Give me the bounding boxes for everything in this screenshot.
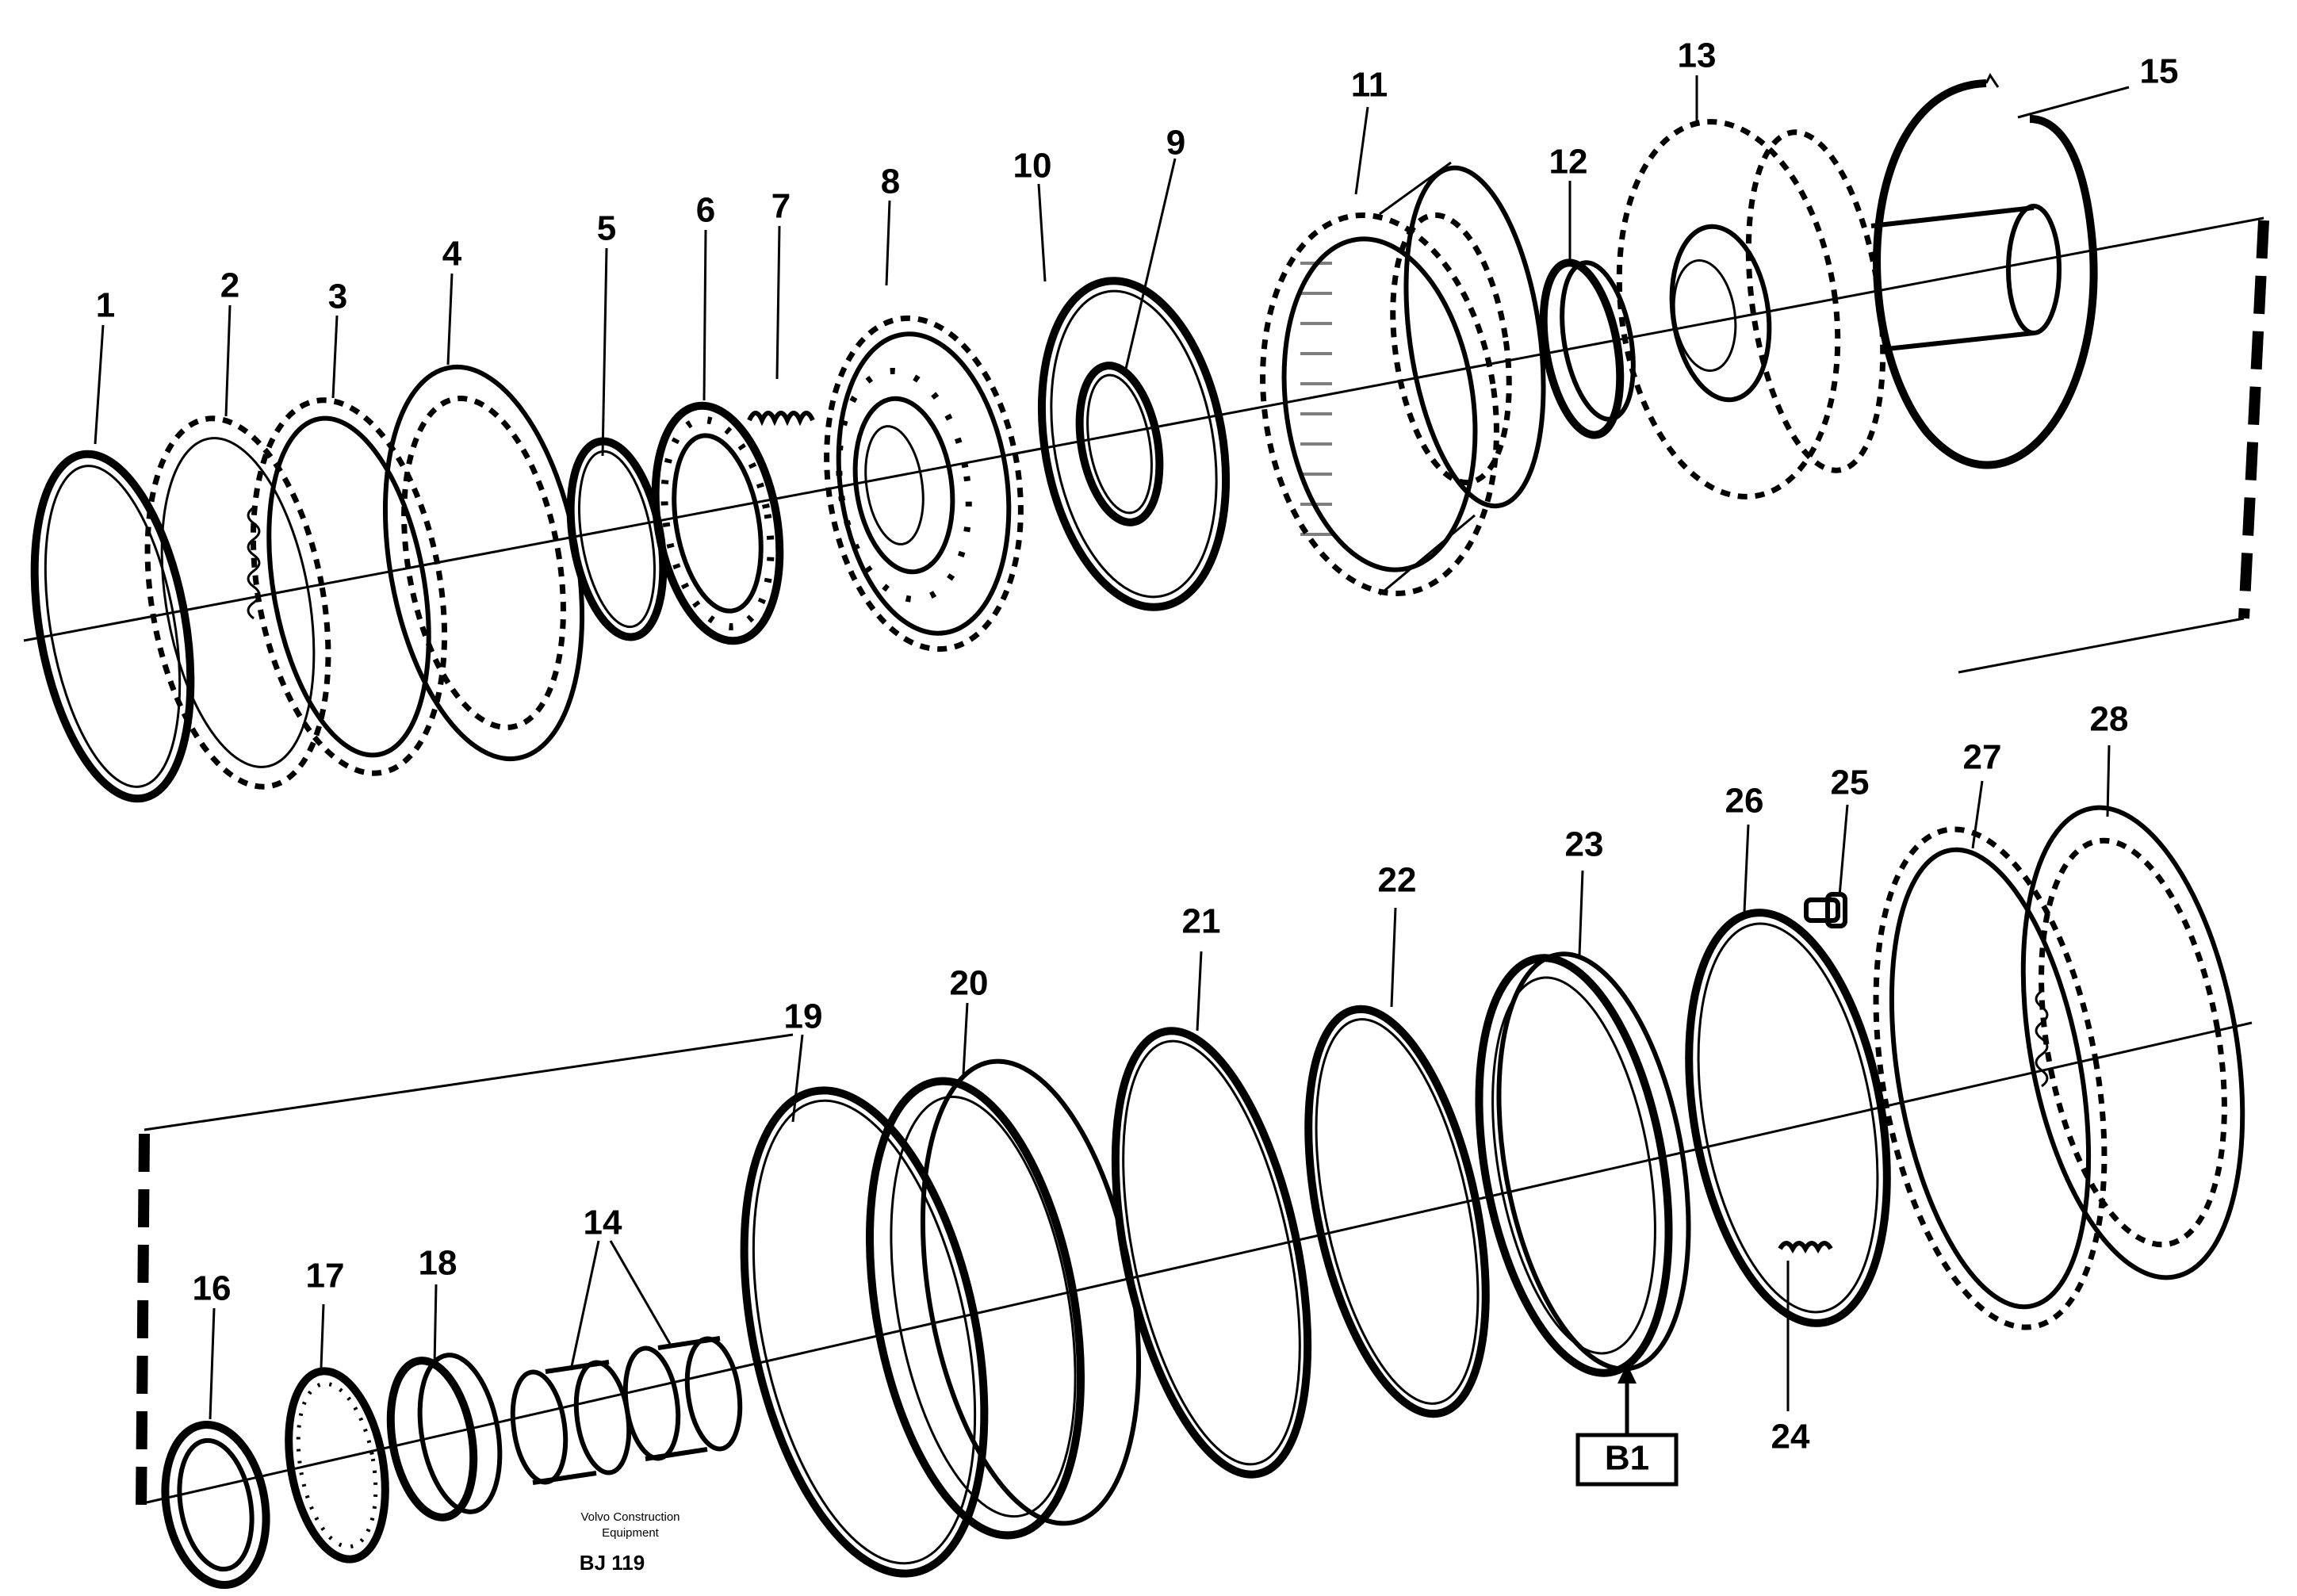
part-14-bushing-a (510, 1360, 632, 1485)
part-13-gear-shaft (1616, 119, 2062, 499)
part-22-seal-ring (1304, 1005, 1490, 1418)
part-10-thin-disc (1037, 277, 1231, 611)
part-6-bearing-plate (651, 401, 784, 645)
callout-26: 26 (1725, 782, 1764, 821)
part-17-bearing (285, 1367, 389, 1563)
lower-top-border (144, 1033, 794, 1131)
caption-code: BJ 119 (580, 1551, 645, 1575)
callout-5: 5 (597, 209, 616, 248)
callout-27: 27 (1963, 738, 2002, 777)
callout-8: 8 (881, 163, 900, 201)
part-27-steel-disc (1873, 826, 2107, 1330)
part-16-seal (161, 1420, 270, 1590)
reference-b1-label: B1 (1605, 1439, 1649, 1478)
callout-25: 25 (1831, 764, 1870, 802)
callout-6: 6 (696, 191, 715, 230)
caption-line1: Volvo Construction (580, 1510, 680, 1524)
callout-11: 11 (1351, 66, 1388, 105)
callout-23: 23 (1565, 825, 1604, 864)
callout-21: 21 (1182, 902, 1221, 941)
part-9-small-ring (1075, 362, 1164, 526)
callout-3: 3 (328, 277, 347, 316)
part-4-friction-plate (382, 364, 585, 762)
callout-22: 22 (1378, 861, 1417, 900)
callout-15: 15 (2140, 52, 2179, 91)
part-21-seal-ring (1111, 1027, 1312, 1479)
part-15-large-snap-ring (1873, 73, 2098, 469)
callout-7: 7 (771, 187, 791, 226)
part-7-spring (747, 411, 815, 427)
reference-b1-arrow (1617, 1364, 1637, 1435)
upper-right-dashed-border (2238, 220, 2269, 619)
callout-12: 12 (1549, 143, 1588, 182)
callout-16: 16 (193, 1269, 232, 1308)
upper-leader-lines (94, 75, 2130, 457)
callout-1: 1 (96, 286, 115, 325)
lower-left-dashed-border (136, 1133, 150, 1511)
part-23-piston-ring (1475, 951, 1691, 1377)
upper-bottom-border (1958, 617, 2245, 674)
part-8-gear-hub (824, 315, 1024, 653)
callout-4: 4 (442, 235, 462, 274)
callout-17: 17 (306, 1257, 345, 1296)
upper-axis-line (23, 216, 2264, 642)
part-11-splined-drum (1260, 161, 1546, 597)
part-19-split-ring (740, 1086, 989, 1578)
part-18-bearing-cup (386, 1353, 503, 1521)
callout-20: 20 (950, 964, 989, 1003)
callout-19: 19 (784, 997, 823, 1036)
part-28-friction-plate (2020, 805, 2245, 1280)
lower-leader-lines (209, 744, 2111, 1420)
lower-axis-line (146, 1021, 2253, 1504)
part-25-bolt (1804, 892, 1847, 928)
callout-2: 2 (220, 266, 239, 305)
callout-28: 28 (2090, 700, 2129, 739)
callout-10: 10 (1013, 147, 1052, 186)
part-14-bushing-b (622, 1336, 743, 1461)
part-3-steel-disc (250, 397, 448, 776)
part-24-springs (1778, 1241, 1833, 1254)
callout-13: 13 (1678, 36, 1717, 75)
callout-24: 24 (1771, 1418, 1810, 1456)
caption-line2: Equipment (602, 1526, 660, 1540)
callout-18: 18 (419, 1244, 457, 1283)
reference-b1-box (1575, 1433, 1679, 1487)
callout-14: 14 (584, 1204, 622, 1242)
part-1-snap-ring (30, 450, 195, 803)
part-12-bearing-ring (1539, 258, 1636, 439)
part-26-spring-plate (1685, 909, 1891, 1327)
callout-9: 9 (1166, 124, 1185, 163)
